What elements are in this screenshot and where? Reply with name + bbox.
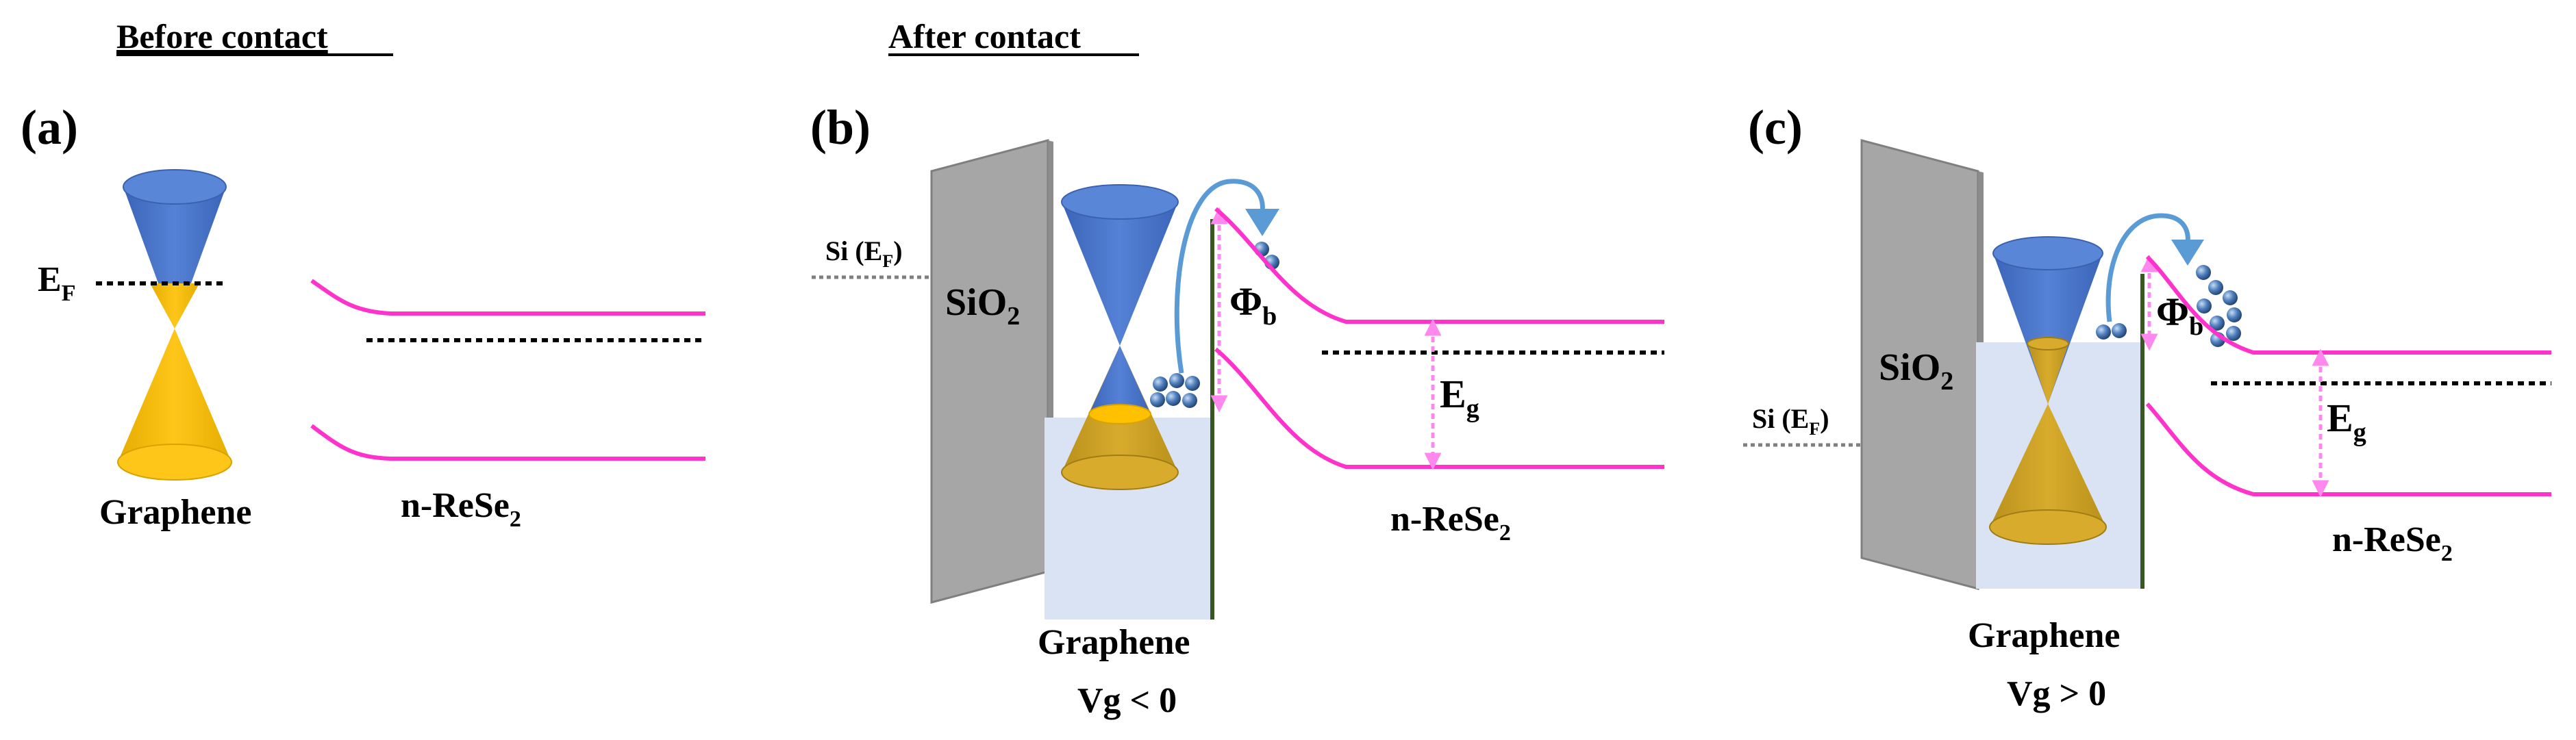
panel-c-fermi-disc — [2027, 337, 2069, 350]
panel-a-conduction-band — [310, 279, 705, 316]
panel-c-si-label: Si (EF) — [1752, 403, 1829, 439]
panel-b-electrons — [1150, 242, 1279, 408]
electron — [2226, 326, 2241, 341]
heading-before-contact: Before contact — [116, 17, 328, 55]
electron — [2223, 290, 2238, 305]
panel-a-lower-cone — [118, 329, 232, 462]
panel-c-conduction-band — [2145, 255, 2551, 355]
panel-c: (c) Si (EF) SiO2 — [1743, 100, 2551, 713]
panel-b-oxide-slab — [930, 139, 1049, 604]
panel-b-lower-cone-depleted — [1089, 346, 1151, 414]
panel-b-lower-cone-base — [1061, 455, 1179, 490]
panel-c-upper-cone-top — [1992, 236, 2103, 270]
electron — [2197, 298, 2212, 314]
panel-b-emission-arrowhead — [1245, 209, 1279, 236]
panel-b-semi-label: n-ReSe2 — [1390, 500, 1511, 546]
panel-c-lower-cone — [1990, 404, 2106, 527]
electron — [2227, 307, 2242, 322]
electron — [2096, 324, 2111, 340]
electron — [1182, 393, 1197, 408]
panel-a-ef-label: EF — [38, 260, 75, 306]
panel-b-valence-band — [1214, 347, 1664, 469]
panel-c-oxide-label: SiO2 — [1879, 346, 1953, 396]
electron — [1153, 377, 1168, 392]
electron — [2196, 265, 2211, 280]
panel-b: (b) Si (EF) SiO2 — [810, 100, 1664, 720]
panel-c-gate-label: Vg > 0 — [2007, 674, 2106, 713]
panel-b-label: (b) — [810, 100, 871, 155]
electron — [1169, 373, 1184, 388]
panel-c-upper-cone — [1993, 253, 2103, 404]
panel-c-filled-upper — [2027, 344, 2068, 404]
panel-b-phi-label: Φb — [1229, 279, 1277, 331]
panel-b-gate-label: Vg < 0 — [1077, 681, 1177, 720]
panel-c-emission-arrow — [2105, 213, 2190, 322]
panel-a-label: (a) — [21, 100, 78, 155]
panel-c-label: (c) — [1748, 100, 1803, 155]
electron — [2210, 316, 2225, 331]
panel-c-eg-label: Eg — [2327, 396, 2366, 447]
panel-a-valence-band — [310, 424, 705, 461]
panel-b-graphene-label: Graphene — [1038, 623, 1190, 662]
panel-b-eg-label: Eg — [1440, 372, 1479, 423]
panel-a-filled-states — [150, 283, 199, 329]
panel-c-semi-label: n-ReSe2 — [2332, 520, 2453, 566]
electron — [1150, 392, 1165, 407]
panel-b-fermi-disc — [1088, 404, 1151, 424]
electron — [2208, 280, 2223, 295]
panel-b-conduction-band — [1214, 207, 1664, 324]
panel-a-upper-cone — [123, 187, 226, 329]
panel-c-graphene-label: Graphene — [1968, 616, 2120, 655]
panel-c-emission-arrowhead — [2171, 240, 2204, 266]
electron — [1166, 391, 1181, 406]
panel-b-oxide-label: SiO2 — [945, 281, 1020, 331]
panel-c-valence-band — [2145, 402, 2551, 496]
panel-b-upper-cone-top — [1061, 184, 1179, 220]
panel-b-upper-cone — [1062, 202, 1178, 346]
panel-a-lower-cone-base — [117, 444, 232, 481]
panel-c-phi-label: Φb — [2156, 290, 2203, 341]
panel-a-graphene-label: Graphene — [99, 493, 251, 532]
panel-c-lower-cone-base — [1989, 509, 2107, 545]
panel-b-emission-arrow — [1174, 179, 1265, 374]
electron — [1185, 376, 1200, 391]
panel-b-si-label: Si (EF) — [825, 235, 903, 271]
panel-a: (a) EF Graphene n-ReSe2 — [21, 100, 705, 532]
electron — [2112, 323, 2127, 338]
panel-a-semi-label: n-ReSe2 — [401, 486, 521, 532]
panel-a-upper-cone-top — [123, 169, 227, 205]
heading-after-contact: After contact — [888, 17, 1081, 55]
